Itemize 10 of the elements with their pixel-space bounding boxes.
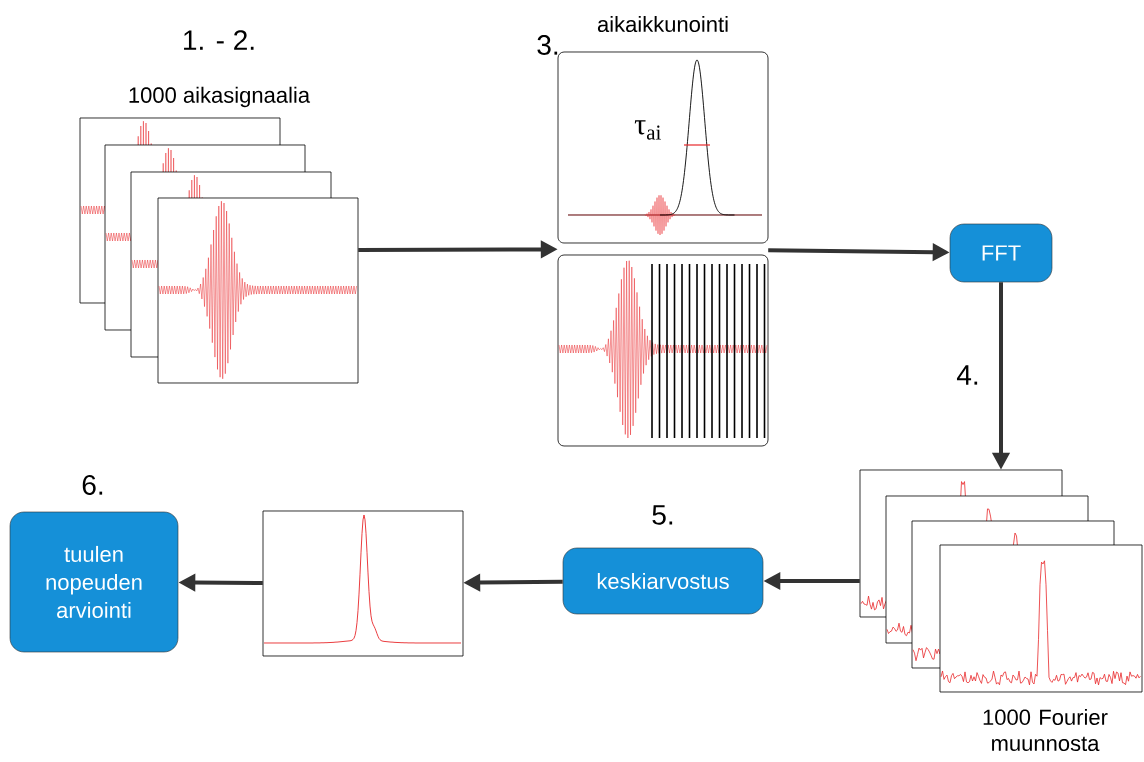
heading: aikaikkunointi [597, 15, 728, 33]
heading: 1000 Fourier muunnosta [983, 708, 1108, 752]
step-number: 4. [956, 365, 978, 385]
step-number: 5. [652, 505, 673, 525]
process-box: keskiarvostus [562, 547, 764, 615]
process-box: FFT [949, 223, 1053, 283]
heading: 1000 aikasignaalia [129, 86, 311, 108]
step-number: 1. - 2. [184, 30, 254, 50]
process-box: tuulen nopeuden arviointi [9, 511, 179, 653]
averaged-spectrum-plot [262, 510, 464, 657]
